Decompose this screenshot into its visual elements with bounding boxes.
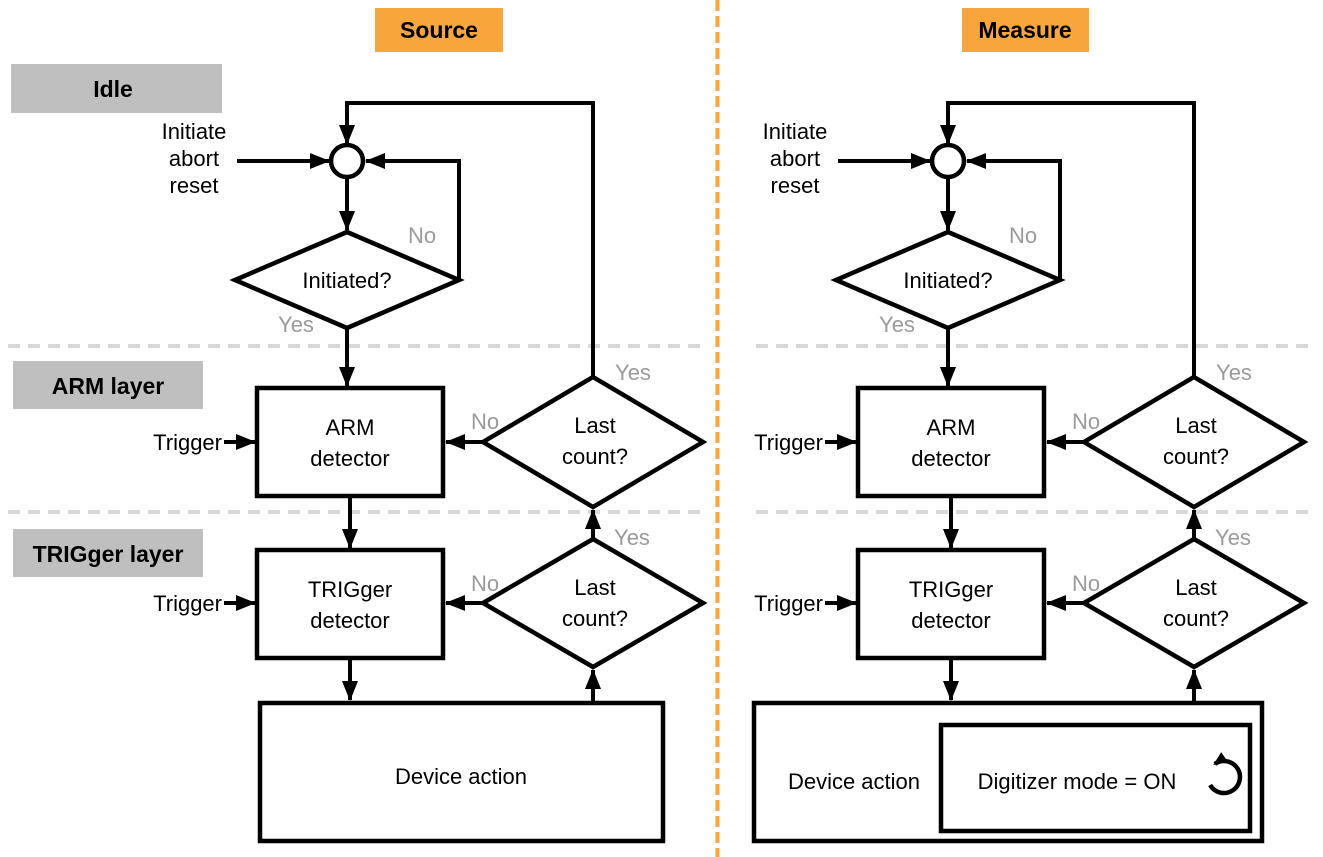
device-action-label: Device action — [395, 764, 527, 789]
trigger-layer-label: TRIGger layer — [33, 541, 184, 567]
trig-last-count-diamond — [478, 536, 708, 670]
device-action-label: Device action — [788, 769, 920, 794]
arm-detector-box — [855, 385, 1047, 499]
trig-no-label: No — [1072, 571, 1100, 596]
panel-measure: Initiate abort reset No Initiated? Yes T… — [751, 101, 1309, 844]
trig-last-count-line1: Last — [1175, 575, 1217, 600]
arm-detector-label-line1: ARM — [326, 415, 375, 440]
arm-detector-label-line1: ARM — [927, 415, 976, 440]
source-header-label: Source — [400, 17, 478, 43]
feedback-to-junction-line — [339, 101, 595, 377]
initiated-no-label: No — [1009, 223, 1037, 248]
device-action-box — [257, 700, 666, 844]
loop-repeat-icon — [1208, 752, 1243, 796]
trig-detector-label-line1: TRIGger — [909, 577, 993, 602]
trigger-trig-label: Trigger — [153, 591, 222, 616]
initiated-no-loop — [365, 153, 461, 280]
abort-label: abort — [169, 146, 219, 171]
initiate-label: Initiate — [162, 119, 227, 144]
arm-last-count-line2: count? — [562, 444, 628, 469]
arm-yes-label: Yes — [1216, 360, 1252, 385]
arm-detector-label-line2: detector — [310, 446, 390, 471]
arm-last-count-diamond — [1079, 374, 1309, 510]
arm-detector-label-line2: detector — [911, 446, 991, 471]
source-header-box — [375, 8, 503, 52]
initiated-label: Initiated? — [302, 268, 391, 293]
trig-detector-label-line2: detector — [911, 608, 991, 633]
trig-detector-box — [254, 547, 446, 661]
trig-no-label: No — [471, 571, 499, 596]
junction-circle — [328, 142, 366, 180]
measure-header-box — [962, 8, 1089, 52]
arm-layer-box — [13, 361, 203, 409]
feedback-to-junction-line — [940, 101, 1196, 377]
trig-yes-label: Yes — [1215, 525, 1251, 550]
arm-last-count-line2: count? — [1163, 444, 1229, 469]
initiated-label: Initiated? — [903, 268, 992, 293]
digitizer-mode-box — [938, 722, 1253, 834]
arm-no-label: No — [1072, 409, 1100, 434]
trig-last-count-line1: Last — [574, 575, 616, 600]
idle-layer-box — [11, 64, 222, 113]
arm-last-count-line1: Last — [574, 413, 616, 438]
arm-last-count-diamond — [478, 374, 708, 510]
digitizer-mode-label: Digitizer mode = ON — [978, 769, 1177, 794]
initiate-label: Initiate — [763, 119, 828, 144]
arm-yes-label: Yes — [615, 360, 651, 385]
measure-header-label: Measure — [978, 17, 1071, 43]
trigger-arm-label: Trigger — [153, 430, 222, 455]
headers: Source Measure — [375, 8, 1089, 52]
trig-last-count-diamond — [1079, 536, 1309, 670]
initiated-diamond — [830, 229, 1066, 331]
reset-label: reset — [170, 173, 219, 198]
trig-last-count-line2: count? — [562, 606, 628, 631]
trigger-arm-label: Trigger — [754, 430, 823, 455]
junction-circle — [929, 142, 967, 180]
initiated-yes-label: Yes — [278, 312, 314, 337]
arm-no-label: No — [471, 409, 499, 434]
initiated-yes-label: Yes — [879, 312, 915, 337]
arm-layer-label: ARM layer — [52, 373, 165, 399]
trig-last-count-line2: count? — [1163, 606, 1229, 631]
trigger-trig-label: Trigger — [754, 591, 823, 616]
initiated-no-loop — [966, 153, 1062, 280]
trig-detector-box — [855, 547, 1047, 661]
idle-layer-label: Idle — [93, 76, 133, 102]
trigger-layer-box — [13, 529, 203, 577]
initiated-no-label: No — [408, 223, 436, 248]
trig-yes-label: Yes — [614, 525, 650, 550]
arm-detector-box — [254, 385, 446, 499]
trig-detector-label-line1: TRIGger — [308, 577, 392, 602]
initiated-diamond — [229, 229, 465, 331]
arm-last-count-line1: Last — [1175, 413, 1217, 438]
panel-source: Initiate abort reset No Initiated? Yes T… — [153, 101, 708, 844]
reset-label: reset — [771, 173, 820, 198]
layer-tags: Idle ARM layer TRIGger layer — [11, 64, 222, 577]
abort-label: abort — [770, 146, 820, 171]
trig-detector-label-line2: detector — [310, 608, 390, 633]
